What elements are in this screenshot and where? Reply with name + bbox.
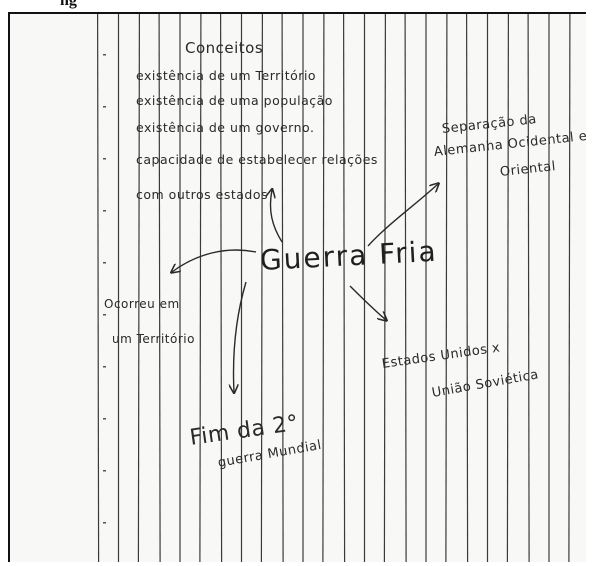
rule-line	[137, 14, 140, 562]
rule-line	[199, 14, 202, 562]
margin-tick	[103, 210, 106, 212]
margin-tick	[103, 158, 106, 160]
arrow-to-right-bottom	[349, 285, 386, 320]
rule-line	[158, 14, 161, 562]
branch-left-line-1: Ocorreu em	[104, 297, 180, 311]
margin-tick	[103, 54, 106, 56]
margin-tick	[103, 470, 106, 472]
margin-tick	[103, 522, 106, 524]
rule-line	[445, 14, 448, 562]
arrow-to-right-top	[367, 184, 438, 247]
margin-tick	[103, 366, 106, 368]
margin-tick	[103, 106, 106, 108]
margin-tick	[103, 262, 106, 264]
cropped-heading: ng	[60, 0, 77, 9]
mindmap-arrows	[10, 14, 586, 562]
rule-line	[404, 14, 407, 562]
rule-line	[383, 14, 386, 562]
arrow-to-left	[172, 249, 257, 272]
rule-line	[466, 14, 469, 562]
concept-line-2: existência de uma população	[136, 93, 333, 108]
concept-line-5: com outros estados	[136, 187, 268, 202]
notebook-paper: Conceitos existência de um Território ex…	[8, 12, 586, 562]
margin-tick	[103, 314, 106, 316]
rule-line	[527, 14, 530, 562]
rule-line	[281, 14, 284, 562]
concept-line-1: existência de um Território	[136, 68, 317, 83]
rule-line	[322, 14, 325, 562]
rule-line	[506, 14, 509, 562]
rule-line	[220, 14, 223, 562]
rule-line	[260, 14, 263, 562]
arrow-to-concepts	[270, 190, 283, 243]
rule-line	[568, 14, 571, 562]
concepts-title: Conceitos	[185, 39, 264, 57]
margin-tick	[103, 418, 106, 420]
concept-line-4: capacidade de estabelecer relações	[136, 152, 378, 167]
branch-left-line-2: um Território	[112, 332, 195, 346]
rule-line	[96, 14, 100, 562]
ruled-lines	[96, 14, 571, 562]
arrow-to-bottom	[234, 281, 247, 392]
rule-line	[343, 14, 346, 562]
concept-line-3: existência de um governo.	[136, 120, 315, 135]
